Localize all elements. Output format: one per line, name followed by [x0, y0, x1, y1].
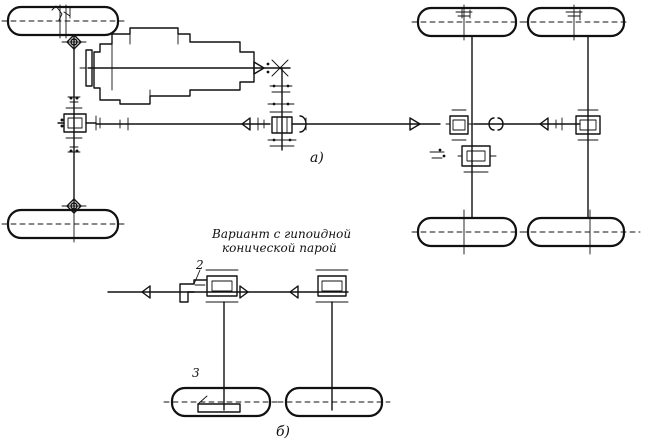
part-label-3: 3	[192, 366, 200, 380]
main-propeller-shaft	[95, 117, 441, 131]
front-right-wheel	[1, 205, 125, 243]
upper-kingpin-joint	[61, 34, 87, 50]
variant-b-wheel-2	[277, 386, 391, 418]
front-differential	[57, 107, 101, 139]
variant-caption-line-1: Вариант с гипоидной	[212, 227, 352, 241]
front-axle	[1, 4, 125, 243]
part-label-2: 2	[196, 258, 204, 272]
figure-label-b: б)	[276, 424, 291, 440]
middle-axle-upper-wheel	[411, 4, 523, 41]
figure-label-a: а)	[310, 150, 324, 166]
transfer-case	[253, 59, 307, 151]
rear-axle-upper-wheel	[521, 4, 631, 41]
engine-gearbox	[79, 27, 263, 105]
middle-rear-axle	[411, 4, 581, 255]
variant-caption-line-2: конической парой	[222, 241, 337, 255]
rear-axle-lower-wheel	[521, 209, 641, 255]
variant-b-diff-2	[315, 269, 349, 303]
middle-axle-lower-wheel	[411, 209, 523, 255]
variant-b-wheel-1	[163, 386, 279, 418]
rear-axle	[521, 4, 641, 255]
lower-kingpin-joint	[61, 198, 87, 214]
variant-b	[107, 269, 391, 418]
front-left-wheel	[1, 4, 125, 39]
variant-b-diff-1	[205, 269, 249, 303]
